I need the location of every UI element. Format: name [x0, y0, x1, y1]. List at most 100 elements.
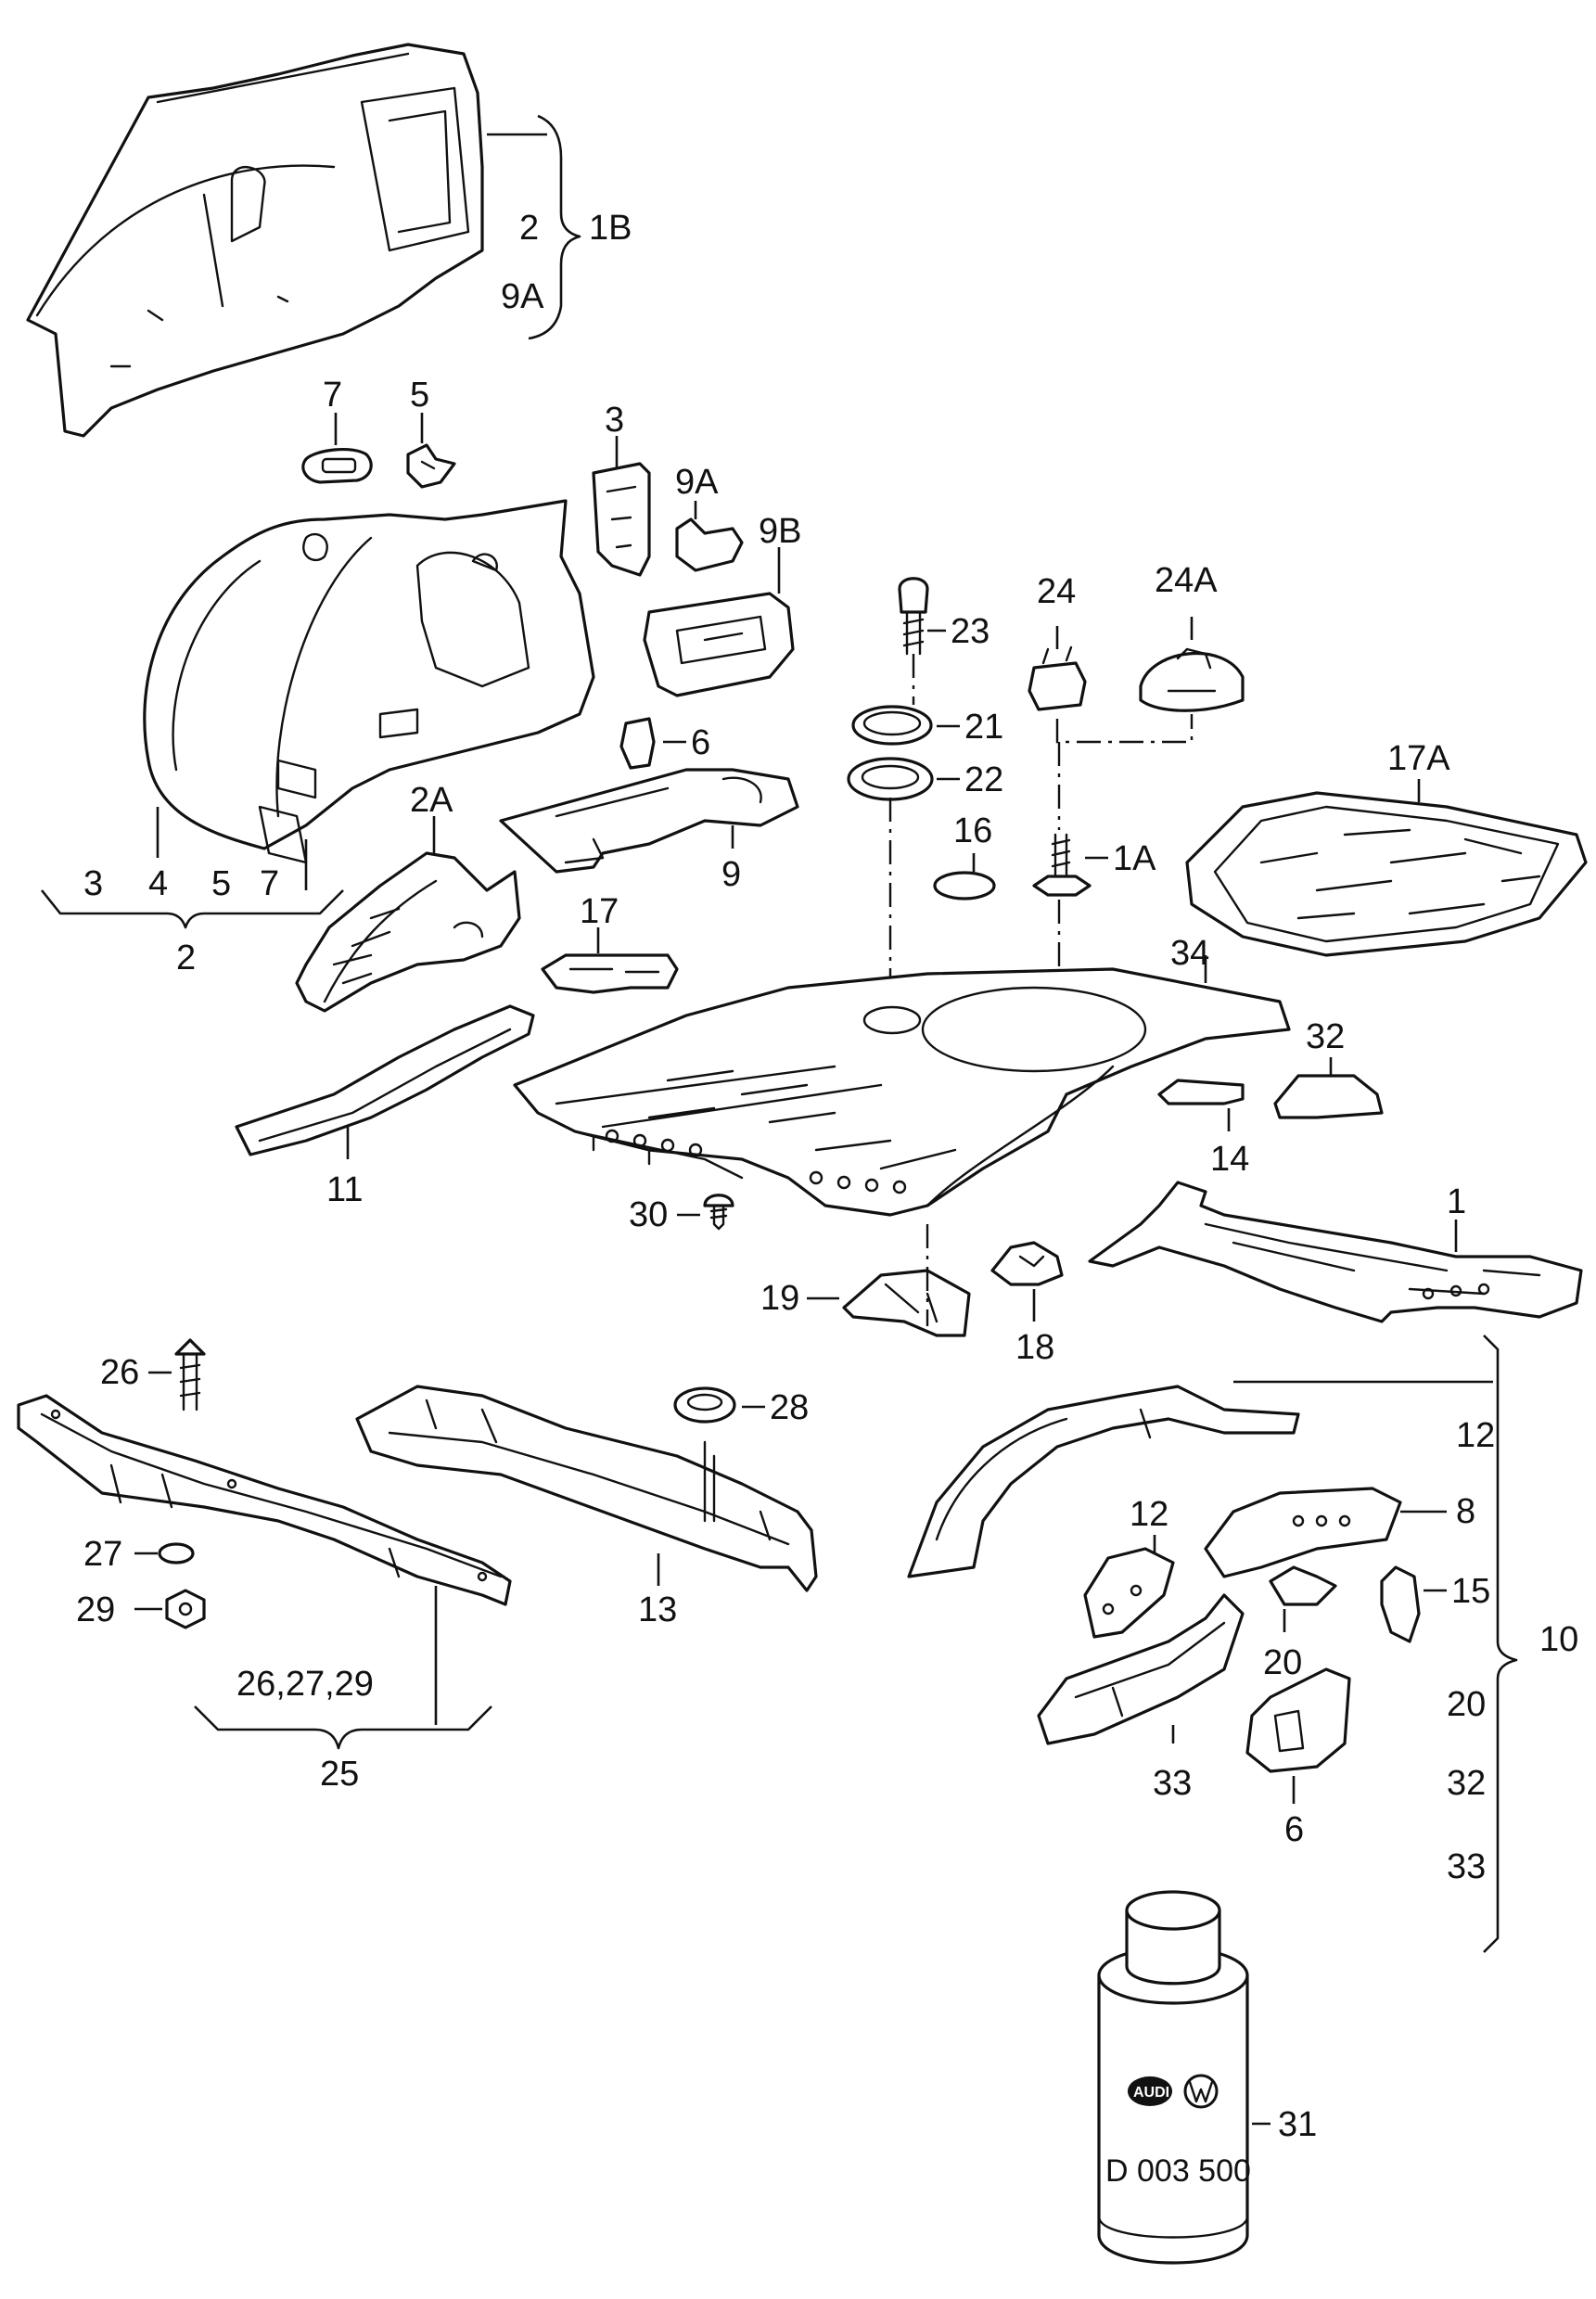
- part-28-grommet: [673, 1386, 765, 1424]
- audi-logo: [1128, 2076, 1172, 2106]
- label-7: 7: [323, 376, 342, 415]
- label-2A: 2A: [410, 781, 453, 820]
- part-14-bracket: [1157, 1079, 1245, 1131]
- label-33-right: 33: [1447, 1847, 1486, 1886]
- label-24: 24: [1037, 572, 1076, 611]
- part-5-bracket: [406, 413, 456, 489]
- label-9A: 9A: [675, 463, 719, 502]
- label-33-mid: 33: [1153, 1764, 1192, 1803]
- part-9B-panel: [643, 547, 795, 697]
- label-9A-top: 9A: [501, 277, 544, 316]
- label-7-row: 7: [260, 864, 279, 903]
- label-2-top: 2: [519, 209, 539, 248]
- label-28: 28: [770, 1388, 809, 1427]
- label-6-top: 6: [691, 723, 710, 762]
- label-18: 18: [1015, 1328, 1054, 1367]
- part-12-arch: [907, 1380, 1493, 1578]
- label-22: 22: [964, 760, 1003, 799]
- label-17: 17: [580, 892, 619, 931]
- label-24A: 24A: [1155, 561, 1218, 600]
- can-logo-text: AUDI: [1133, 2085, 1169, 2101]
- label-3-top: 3: [605, 401, 624, 440]
- part-19-bracket: [807, 1224, 971, 1337]
- part-20-clip: [1269, 1565, 1337, 1632]
- part-27-washer: [134, 1542, 195, 1565]
- part-7-grommet: [301, 413, 373, 484]
- label-32-right: 32: [1447, 1764, 1486, 1803]
- brace-10: [1483, 1335, 1518, 1953]
- label-3-row: 3: [83, 864, 103, 903]
- part-24A-retainer: [1139, 617, 1245, 712]
- part-29-nut: [134, 1589, 206, 1629]
- part-1-cross-member: [1088, 1181, 1583, 1323]
- brace-1B: [528, 114, 581, 340]
- label-9B: 9B: [759, 512, 801, 551]
- label-1B: 1B: [589, 209, 632, 248]
- part-11-rail: [235, 1004, 535, 1159]
- label-17A: 17A: [1387, 739, 1450, 778]
- part-6-panel: [1245, 1667, 1351, 1804]
- label-19: 19: [760, 1279, 799, 1318]
- label-21: 21: [964, 708, 1003, 747]
- part-23-bolt: [898, 577, 946, 705]
- part-9-panel: [499, 768, 799, 874]
- part-8-bracket: [1204, 1487, 1447, 1578]
- part-6-small-bracket: [619, 717, 686, 770]
- label-13: 13: [638, 1590, 677, 1629]
- label-27: 27: [83, 1535, 122, 1574]
- part-22-ring: [847, 757, 960, 1002]
- part-33-rail: [1037, 1593, 1245, 1745]
- can-part-number: D 003 500: [1105, 2153, 1251, 2189]
- part-wheel-housing-assembly: [143, 499, 595, 890]
- part-side-panel-assembly: [26, 43, 547, 438]
- label-4-row: 4: [148, 864, 168, 903]
- part-25-cross-member: [17, 1394, 512, 1725]
- labels: 2 1B 9A 7 5 3 9A 9B 23 24 24A 21 22 6 9 …: [76, 209, 1578, 2189]
- label-1: 1: [1447, 1182, 1466, 1221]
- label-34: 34: [1170, 934, 1209, 973]
- label-12-mid: 12: [1130, 1495, 1168, 1534]
- connector-24-24A: [1055, 714, 1194, 744]
- label-25: 25: [320, 1755, 359, 1794]
- part-31-sealant-can: [1097, 1890, 1270, 2265]
- label-31: 31: [1278, 2105, 1317, 2144]
- part-30-screw: [677, 1194, 734, 1231]
- label-1A: 1A: [1113, 839, 1156, 878]
- label-30: 30: [629, 1195, 668, 1234]
- label-26-27-29: 26,27,29: [236, 1665, 374, 1704]
- label-14: 14: [1210, 1140, 1249, 1179]
- part-17-bracket: [541, 927, 679, 994]
- brace-2-wheel-housing: [40, 889, 344, 929]
- label-23: 23: [951, 612, 990, 651]
- label-9: 9: [721, 855, 741, 894]
- label-2-row: 2: [176, 939, 196, 977]
- part-9A-bracket: [675, 501, 744, 572]
- part-12-bracket: [1083, 1535, 1175, 1639]
- part-26-bolt: [148, 1338, 206, 1411]
- part-17A-tray: [1185, 779, 1588, 957]
- part-18-mount: [990, 1241, 1064, 1322]
- label-16: 16: [953, 811, 992, 850]
- part-1A-stud: [1032, 742, 1108, 1039]
- part-13-sill: [355, 1385, 818, 1592]
- part-3-upper-bracket: [592, 436, 651, 577]
- label-5: 5: [410, 376, 429, 415]
- part-2A-housing: [295, 816, 521, 1013]
- part-24-nut: [1028, 626, 1087, 711]
- part-15-bracket: [1380, 1565, 1447, 1643]
- label-10: 10: [1539, 1620, 1578, 1659]
- label-11: 11: [326, 1170, 363, 1209]
- part-21-ring: [851, 705, 960, 746]
- label-32: 32: [1306, 1017, 1345, 1056]
- label-29: 29: [76, 1590, 115, 1629]
- part-32-bracket: [1273, 1057, 1384, 1119]
- part-16-plug: [933, 853, 996, 900]
- label-12-right: 12: [1456, 1416, 1495, 1455]
- brace-25: [194, 1705, 492, 1750]
- label-20-right: 20: [1447, 1685, 1486, 1724]
- label-20-mid: 20: [1263, 1643, 1302, 1682]
- part-34-floor-pan: [513, 955, 1291, 1217]
- label-26: 26: [100, 1353, 139, 1392]
- label-8: 8: [1456, 1492, 1475, 1531]
